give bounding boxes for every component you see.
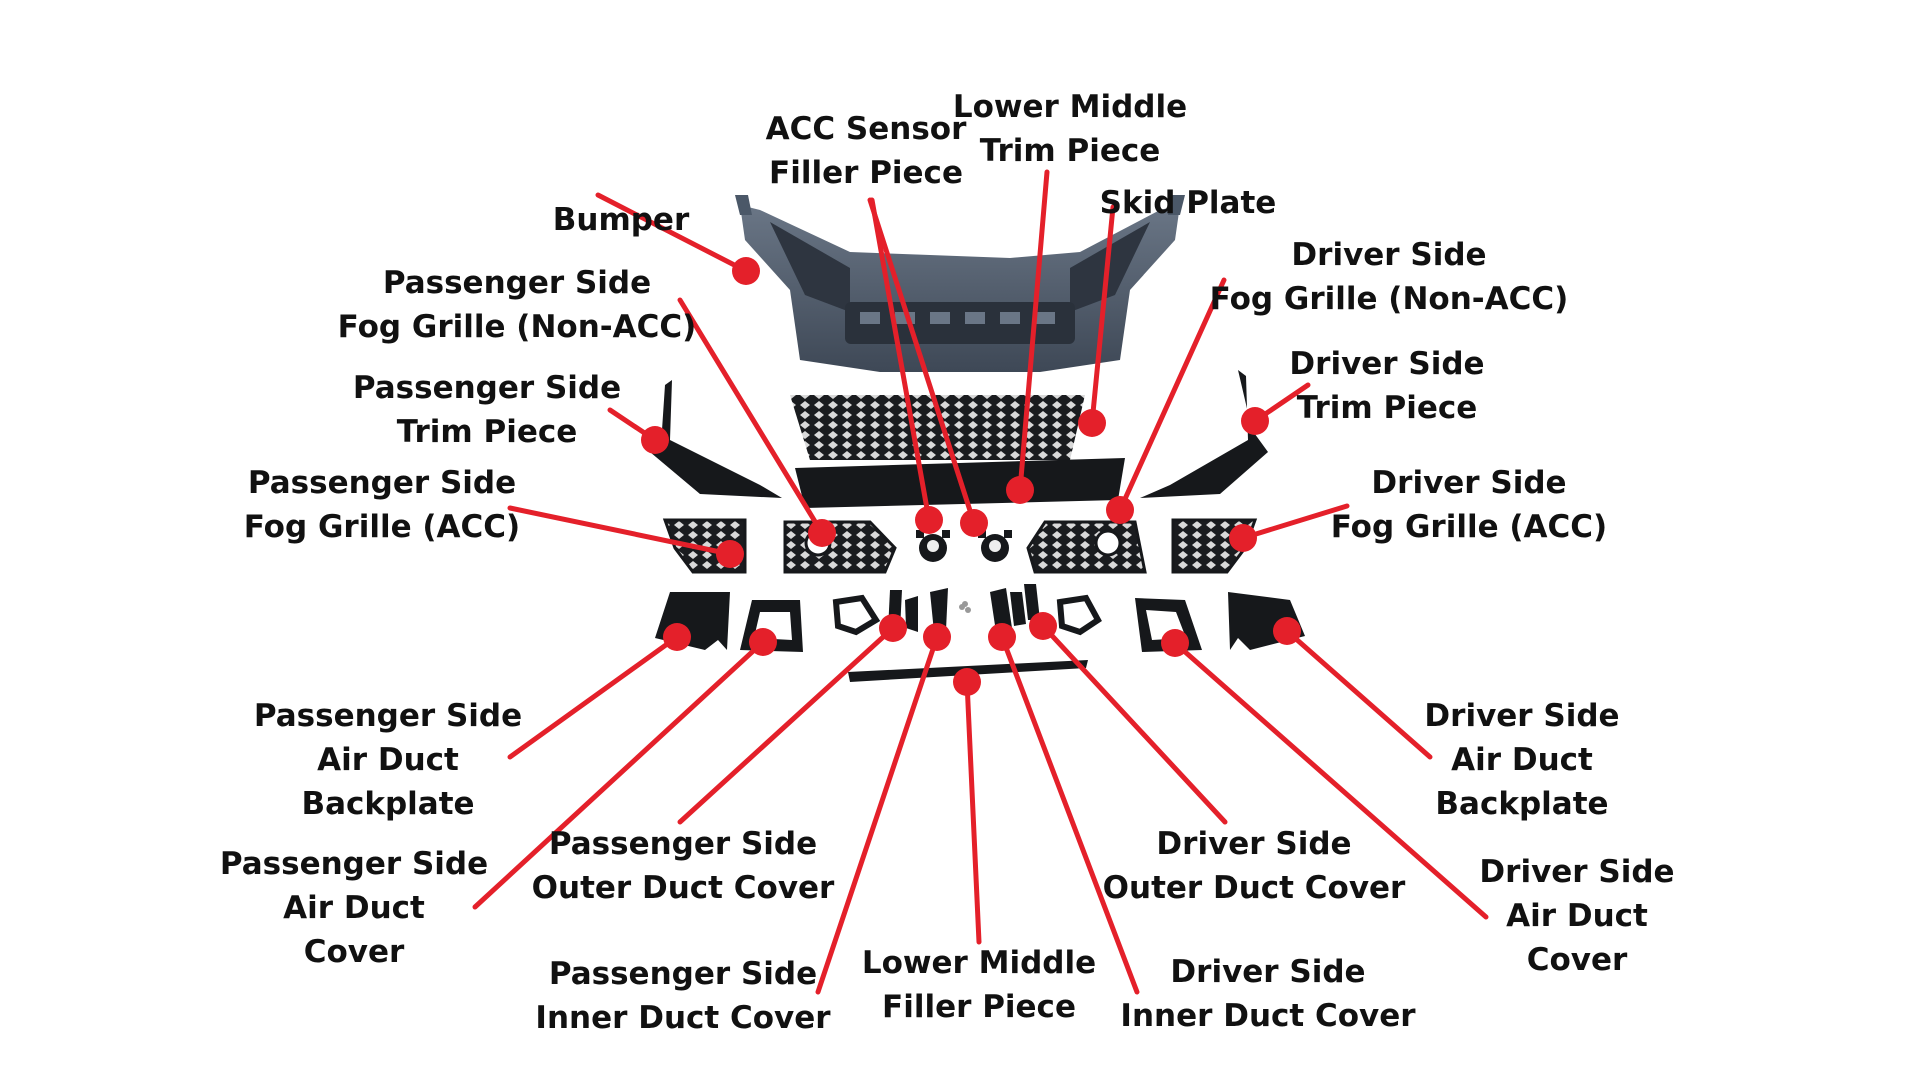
leader-line-passenger-inner-duct <box>815 634 940 995</box>
leader-line-acc-sensor-2 <box>867 197 977 526</box>
marker-driver-fog-acc <box>1229 524 1257 552</box>
marker-lower-middle-filler <box>953 668 981 696</box>
leader-line-bumper <box>595 192 749 274</box>
marker-bumper <box>732 257 760 285</box>
label-acc-sensor-filler: ACC Sensor Filler Piece <box>765 111 967 191</box>
leader-line-lower-middle-trim <box>1017 169 1050 493</box>
leader-line-lower-middle-filler <box>964 679 982 945</box>
driver-outer-duct-cover-part <box>1024 584 1102 636</box>
label-driver-outer-duct-cover: Driver Side Outer Duct Cover <box>1102 826 1406 906</box>
label-passenger-inner-duct-cover: Passenger Side Inner Duct Cover <box>535 956 831 1036</box>
marker-passenger-trim <box>641 426 669 454</box>
label-lower-middle-trim: Lower Middle Trim Piece <box>952 89 1188 169</box>
leader-line-driver-fog-acc <box>1240 503 1350 541</box>
passenger-inner-duct-cover-part-2 <box>905 596 918 632</box>
label-bumper: Bumper <box>552 202 690 238</box>
label-driver-air-duct-backplate: Driver Side Air Duct Backplate <box>1424 698 1620 822</box>
acc-sensor-filler-parts <box>916 530 1012 562</box>
label-driver-inner-duct-cover: Driver Side Inner Duct Cover <box>1120 954 1416 1034</box>
label-driver-trim-piece: Driver Side Trim Piece <box>1289 346 1485 426</box>
marker-passenger-outer-duct <box>879 614 907 642</box>
leader-line-skid-plate <box>1089 204 1116 426</box>
marker-passenger-air-duct-cover <box>749 628 777 656</box>
leader-line-driver-air-duct-cover <box>1172 640 1489 920</box>
passenger-fog-grille-non-acc-part <box>783 520 897 574</box>
driver-inner-duct-cover-part-2 <box>1010 592 1026 626</box>
marker-acc-sensor-1 <box>915 506 943 534</box>
leader-line-acc-sensor-1 <box>869 197 932 523</box>
label-passenger-fog-grille-acc: Passenger Side Fog Grille (ACC) <box>243 465 521 545</box>
marker-lower-middle-trim <box>1006 476 1034 504</box>
driver-fog-grille-non-acc-part <box>1026 520 1147 574</box>
label-driver-air-duct-cover: Driver Side Air Duct Cover <box>1479 854 1675 978</box>
bumper-part <box>735 195 1185 372</box>
label-passenger-fog-grille-non-acc: Passenger Side Fog Grille (Non-ACC) <box>337 265 697 345</box>
passenger-trim-part <box>650 380 782 498</box>
driver-inner-duct-cover-part <box>990 588 1012 632</box>
screws-icon <box>959 601 971 613</box>
leader-lines <box>472 169 1489 995</box>
leader-line-passenger-fog-non-acc <box>677 297 825 536</box>
marker-passenger-backplate <box>663 623 691 651</box>
leader-line-passenger-fog-acc <box>507 505 733 557</box>
leader-line-driver-backplate <box>1284 628 1433 760</box>
marker-driver-backplate <box>1273 617 1301 645</box>
marker-driver-trim <box>1241 407 1269 435</box>
leader-line-driver-inner-duct <box>999 634 1140 995</box>
passenger-inner-duct-cover-part <box>930 588 948 632</box>
leader-line-passenger-backplate <box>507 634 680 760</box>
leader-line-driver-fog-non-acc <box>1117 277 1227 513</box>
label-skid-plate: Skid Plate <box>1099 185 1277 221</box>
label-driver-fog-grille-acc: Driver Side Fog Grille (ACC) <box>1330 465 1608 545</box>
label-passenger-trim-piece: Passenger Side Trim Piece <box>352 370 622 450</box>
label-passenger-air-duct-backplate: Passenger Side Air Duct Backplate <box>253 698 523 822</box>
marker-passenger-inner-duct <box>923 623 951 651</box>
marker-driver-outer-duct <box>1029 612 1057 640</box>
leader-line-driver-outer-duct <box>1040 623 1228 825</box>
marker-driver-inner-duct <box>988 623 1016 651</box>
label-passenger-air-duct-cover: Passenger Side Air Duct Cover <box>219 846 489 970</box>
leader-dots <box>641 257 1301 696</box>
marker-skid-plate <box>1078 409 1106 437</box>
marker-driver-fog-non-acc <box>1106 496 1134 524</box>
leader-line-passenger-outer-duct <box>677 625 896 825</box>
skid-plate-part <box>790 395 1085 460</box>
driver-trim-part <box>1140 370 1268 498</box>
leader-line-passenger-air-duct-cover <box>472 639 766 910</box>
label-lower-middle-filler: Lower Middle Filler Piece <box>861 945 1097 1025</box>
marker-passenger-fog-acc <box>716 540 744 568</box>
label-passenger-outer-duct-cover: Passenger Side Outer Duct Cover <box>531 826 835 906</box>
marker-passenger-fog-non-acc <box>808 519 836 547</box>
label-driver-fog-grille-non-acc: Driver Side Fog Grille (Non-ACC) <box>1209 237 1569 317</box>
marker-driver-air-duct-cover <box>1161 629 1189 657</box>
marker-acc-sensor-2 <box>960 509 988 537</box>
